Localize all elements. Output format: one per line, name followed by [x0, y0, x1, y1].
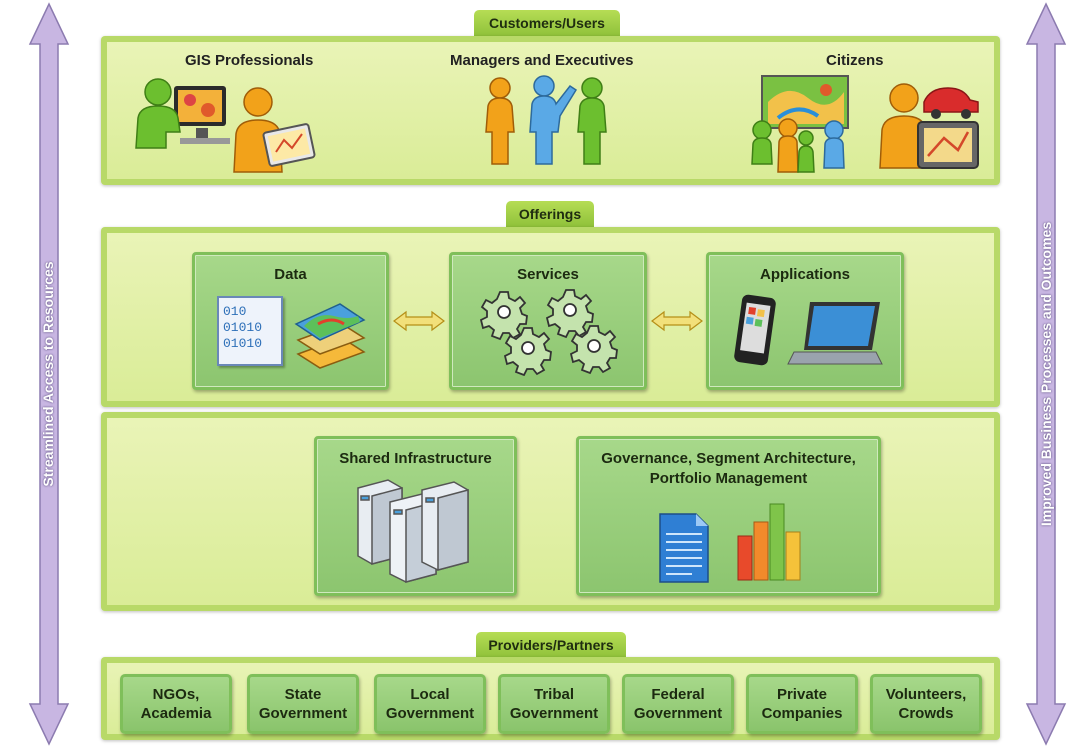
provider-label-line-2: Government	[633, 705, 723, 722]
provider-ngos-academia: NGOs, Academia	[120, 674, 232, 734]
provider-label-line-1: Federal	[651, 686, 705, 703]
map-layers-icon	[294, 303, 366, 369]
provider-label-line-1: NGOs,	[152, 686, 200, 703]
gears-icon	[479, 289, 618, 376]
data-box-title: Data	[274, 266, 307, 283]
governance-title-line-1: Governance, Segment Architecture,	[601, 450, 856, 467]
governance-title-line-2: Portfolio Management	[649, 470, 808, 487]
binary-line: 01010	[223, 336, 263, 351]
binary-line: 010	[223, 304, 247, 319]
binary-line: 01010	[223, 320, 263, 335]
provider-label-line-2: Academia	[140, 705, 212, 722]
shared-infrastructure-title: Shared Infrastructure	[339, 450, 492, 467]
citizens-heading: Citizens	[826, 52, 884, 69]
managers-executives-heading: Managers and Executives	[450, 52, 634, 69]
managers-executives-icon	[485, 75, 607, 165]
applications-box-title: Applications	[759, 266, 850, 283]
provider-label-line-2: Government	[509, 705, 599, 722]
offerings-tab: Offerings	[506, 201, 594, 227]
right-arrow-label: Improved Business Processes and Outcomes	[1038, 221, 1054, 527]
providers-partners-tab: Providers/Partners	[476, 632, 626, 658]
left-arrow-label: Streamlined Access to Resources	[40, 261, 56, 487]
provider-label-line-2: Crowds	[898, 705, 954, 722]
provider-label-line-2: Companies	[761, 705, 843, 722]
governance-box: Governance, Segment Architecture, Portfo…	[576, 436, 881, 596]
provider-label-line-1: Volunteers,	[885, 686, 967, 703]
provider-label-line-1: State	[284, 686, 322, 703]
left-double-arrow	[28, 2, 70, 746]
servers-icon	[357, 479, 469, 583]
governance-title: Governance, Segment Architecture, Portfo…	[579, 449, 878, 489]
provider-label-line-2: Government	[258, 705, 348, 722]
data-services-double-arrow-icon	[393, 310, 445, 332]
provider-label-line-1: Private	[776, 686, 828, 703]
binary-document-icon: 010 01010 01010	[217, 296, 283, 366]
report-chart-icon	[659, 503, 801, 583]
gis-professionals-icon	[135, 78, 316, 173]
right-double-arrow	[1025, 2, 1067, 746]
provider-label-line-2: Government	[385, 705, 475, 722]
provider-volunteers-crowds: Volunteers, Crowds	[870, 674, 982, 734]
citizens-icon	[751, 75, 979, 173]
customers-users-tab: Customers/Users	[474, 10, 620, 36]
services-applications-double-arrow-icon	[651, 310, 703, 332]
provider-label-line-1: Tribal	[533, 686, 574, 703]
devices-icon	[734, 294, 883, 366]
gis-professionals-heading: GIS Professionals	[185, 52, 314, 69]
services-box-title: Services	[517, 266, 579, 283]
provider-label-line-1: Local	[410, 686, 450, 703]
